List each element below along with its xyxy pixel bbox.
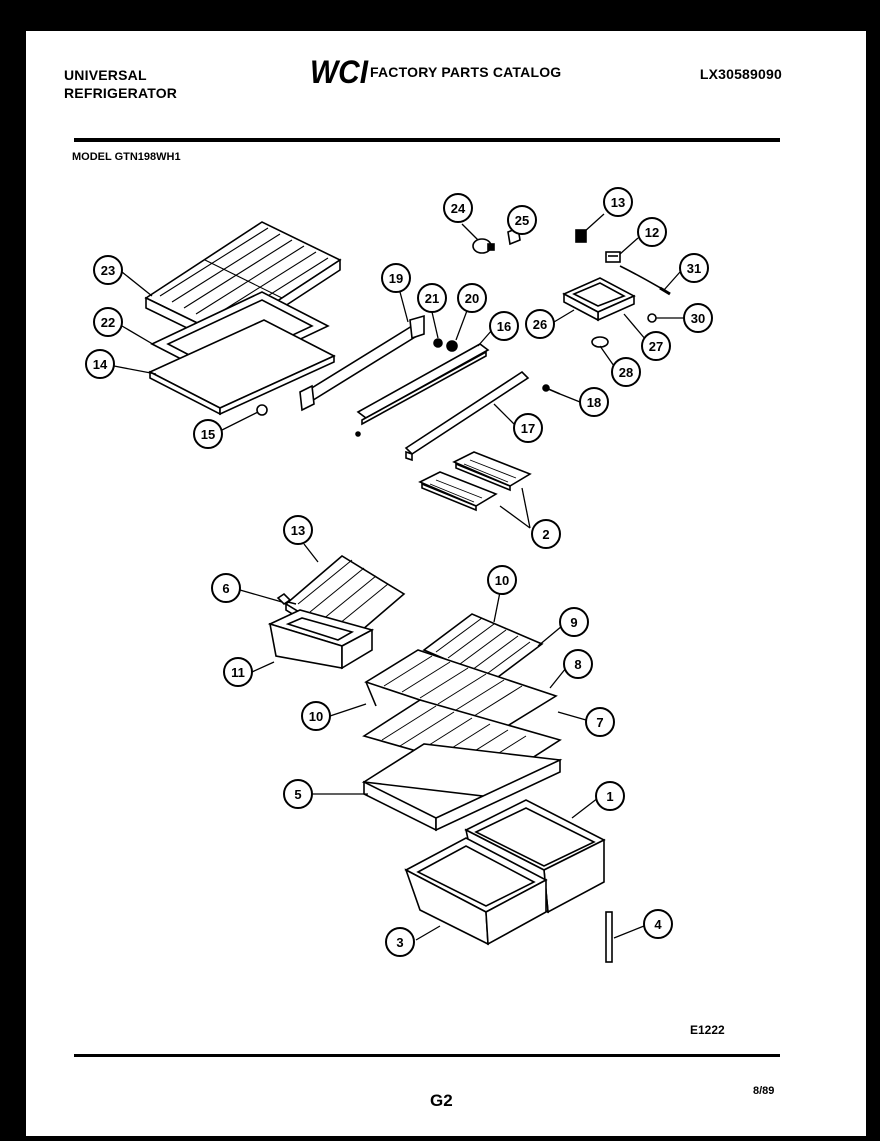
part-20-bracket	[299, 314, 425, 412]
diagram-code: E1222	[690, 1023, 725, 1037]
callout-21-label: 20	[465, 291, 479, 306]
callout-22-label: 21	[425, 291, 439, 306]
callout-7-label: 7	[596, 715, 603, 730]
callout-1: 1	[595, 781, 625, 811]
part-3-crisper-drawer	[404, 837, 548, 946]
callout-23: 22	[93, 307, 123, 337]
model-label: MODEL GTN198WH1	[72, 151, 181, 163]
page-number: G2	[430, 1091, 453, 1110]
part-29-knob	[591, 336, 609, 348]
brand-line-2: REFRIGERATOR	[64, 85, 178, 101]
callout-4: 4	[643, 909, 673, 939]
callout-18-label: 17	[521, 421, 535, 436]
part-16-screw	[256, 404, 268, 416]
callout-22: 21	[417, 283, 447, 313]
callout-23-label: 22	[101, 315, 115, 330]
part-14-socket	[575, 229, 587, 243]
callout-12-label: 13	[291, 523, 305, 538]
callout-1-label: 1	[606, 789, 613, 804]
part-31-wire	[619, 265, 671, 296]
callout-5: 5	[283, 779, 313, 809]
callout-13-label: 12	[645, 225, 659, 240]
callout-13: 12	[637, 217, 667, 247]
catalog-number: LX30589090	[699, 66, 782, 82]
part-5-crisper-cover-frame	[361, 743, 563, 832]
callout-6: 6	[211, 573, 241, 603]
callout-2-label: 2	[542, 527, 549, 542]
callout-10-upper: 10	[487, 565, 517, 595]
part-22-21-fasteners	[433, 338, 458, 352]
callout-30: 30	[683, 303, 713, 333]
callout-24: 23	[93, 255, 123, 285]
callout-19-label: 18	[587, 395, 601, 410]
callout-31: 31	[679, 253, 709, 283]
callout-15-label: 14	[93, 357, 108, 372]
exploded-parts-diagram: 23 22 14 15 19 21 20 16 17 18 24 25 13 1…	[85, 187, 713, 963]
header-rule	[74, 138, 780, 142]
leader-lines	[113, 213, 684, 941]
callout-24-label: 23	[101, 263, 115, 278]
callout-11-label: 11	[231, 665, 245, 680]
callout-9-label: 9	[570, 615, 577, 630]
callout-3-label: 3	[396, 935, 403, 950]
part-15-shelf-frame	[148, 319, 336, 416]
callout-8: 8	[563, 649, 593, 679]
part-30-screw	[647, 313, 657, 323]
part-11-meat-pan	[267, 609, 375, 670]
callout-17: 16	[489, 311, 519, 341]
callout-6-label: 6	[222, 581, 229, 596]
callout-28-label: 27	[649, 339, 663, 354]
callout-10-lower-label: 10	[309, 709, 323, 724]
callout-4-label: 4	[654, 917, 662, 932]
callout-27-label: 26	[533, 317, 547, 332]
wci-logo: WCI	[310, 54, 369, 87]
callout-15: 14	[85, 349, 115, 379]
part-25-bulb	[472, 238, 495, 254]
part-2-ice-trays	[418, 451, 532, 512]
callout-28: 27	[641, 331, 671, 361]
callout-14: 13	[603, 187, 633, 217]
catalog-sheet: UNIVERSAL REFRIGERATOR WCI FACTORY PARTS…	[26, 31, 866, 1136]
callout-26: 25	[507, 205, 537, 235]
callout-30-label: 30	[691, 311, 705, 326]
callout-16: 15	[193, 419, 223, 449]
callout-31-label: 31	[687, 261, 701, 276]
callout-29-label: 28	[619, 365, 633, 380]
logo-text: WCI	[310, 54, 369, 87]
callout-8-label: 8	[574, 657, 581, 672]
callout-18: 17	[513, 413, 543, 443]
catalog-title: FACTORY PARTS CATALOG	[370, 64, 562, 80]
callout-19: 18	[579, 387, 609, 417]
callout-17-label: 16	[497, 319, 511, 334]
callout-25-label: 24	[451, 201, 466, 216]
callout-10-lower: 10	[301, 701, 331, 731]
callout-27: 26	[525, 309, 555, 339]
callout-21: 20	[457, 283, 487, 313]
callout-12: 13	[283, 515, 313, 545]
callout-25: 24	[443, 193, 473, 223]
part-19-screw	[542, 384, 561, 395]
catalog-date: 8/89	[753, 1085, 775, 1097]
part-13-socket	[605, 251, 621, 263]
brand-line-1: UNIVERSAL	[64, 67, 147, 83]
part-18-rail	[404, 370, 530, 462]
brand-name: UNIVERSAL REFRIGERATOR	[64, 66, 177, 102]
callout-26-label: 25	[515, 213, 529, 228]
part-27-light-housing	[562, 277, 636, 322]
footer-rule	[74, 1054, 780, 1057]
callout-10-upper-label: 10	[495, 573, 509, 588]
callout-2: 2	[531, 519, 561, 549]
callout-9: 9	[559, 607, 589, 637]
callout-20: 19	[381, 263, 411, 293]
callout-3: 3	[385, 927, 415, 957]
callout-5-label: 5	[294, 787, 301, 802]
callout-11: 11	[223, 657, 253, 687]
part-4-divider-pin	[605, 911, 613, 963]
callout-16-label: 15	[201, 427, 215, 442]
callout-20-label: 19	[389, 271, 403, 286]
callout-7: 7	[585, 707, 615, 737]
callout-14-label: 13	[611, 195, 625, 210]
part-17-rail	[355, 343, 490, 437]
callout-29: 28	[611, 357, 641, 387]
